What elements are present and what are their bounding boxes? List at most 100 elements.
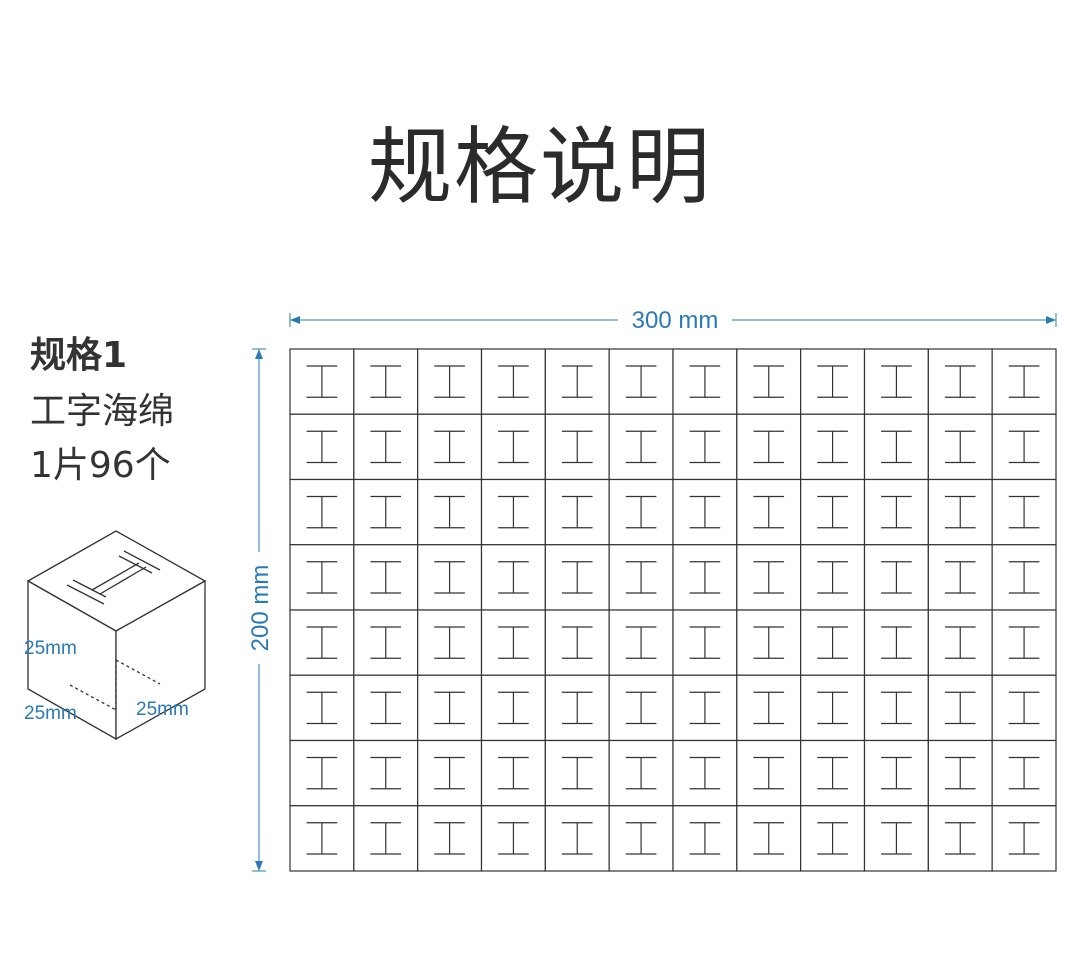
sponge-cell [353, 348, 419, 415]
sponge-cell [417, 609, 483, 676]
sponge-cell [417, 544, 483, 611]
sponge-cell [736, 413, 802, 481]
sponge-cell [672, 674, 738, 742]
sponge-cell [289, 674, 355, 742]
sponge-cell [863, 544, 929, 611]
spec-name: 规格1 [30, 335, 128, 376]
sponge-cell [480, 478, 546, 546]
sponge-cell [608, 413, 674, 481]
sponge-cell [800, 739, 866, 807]
sponge-cell [672, 348, 738, 415]
height-arrow-top [255, 349, 263, 359]
sponge-cell [672, 609, 738, 676]
sponge-cell [991, 413, 1057, 481]
sponge-cell [927, 348, 993, 415]
sponge-cell [608, 739, 674, 807]
spec-description: 工字海绵 [30, 391, 175, 432]
sponge-cell [672, 413, 738, 481]
sponge-cell [927, 739, 993, 807]
sponge-cell [480, 544, 546, 611]
sponge-cell [608, 544, 674, 611]
sponge-cell [289, 478, 355, 546]
page-title: 规格说明 [367, 118, 712, 216]
sponge-cell [353, 413, 419, 481]
spec-count: 1片96个 [30, 445, 171, 486]
sponge-cell [863, 413, 929, 481]
sponge-cell [672, 544, 738, 611]
sponge-cell [289, 544, 355, 611]
sponge-cell [480, 739, 546, 807]
sponge-cell [289, 413, 355, 481]
sponge-cell [927, 478, 993, 546]
sponge-cell [991, 478, 1057, 546]
sponge-cell [800, 544, 866, 611]
sponge-cell [736, 348, 802, 415]
sponge-cell [417, 348, 483, 415]
sponge-cell [480, 348, 546, 415]
sponge-cell [353, 739, 419, 807]
sponge-cell [800, 413, 866, 481]
sponge-cell [927, 544, 993, 611]
sponge-cell [608, 674, 674, 742]
sponge-cell [800, 805, 866, 872]
sponge-cell [608, 348, 674, 415]
sponge-cell [736, 674, 802, 742]
sponge-cell [608, 478, 674, 546]
sponge-grid [289, 348, 1057, 872]
sponge-cell [672, 805, 738, 872]
sponge-cell [991, 805, 1057, 872]
sponge-cell [736, 739, 802, 807]
sponge-cell [863, 674, 929, 742]
sponge-cell [927, 674, 993, 742]
sponge-cell [289, 609, 355, 676]
sponge-cell [800, 348, 866, 415]
sponge-cell [863, 609, 929, 676]
sponge-cell [544, 805, 610, 872]
sponge-cell [353, 609, 419, 676]
sponge-cell [480, 413, 546, 481]
sponge-cell [353, 478, 419, 546]
sponge-cell [800, 609, 866, 676]
sponge-cell [927, 805, 993, 872]
width-label: 300 mm [632, 307, 719, 334]
sponge-cell [863, 739, 929, 807]
sponge-cell [672, 478, 738, 546]
sponge-cell [991, 674, 1057, 742]
sponge-cell [417, 478, 483, 546]
sponge-cell [417, 739, 483, 807]
sponge-cell [289, 348, 355, 415]
sponge-cell [480, 805, 546, 872]
sponge-cell [863, 348, 929, 415]
sponge-cell [863, 478, 929, 546]
sponge-cell [544, 544, 610, 611]
sponge-cell [417, 413, 483, 481]
sponge-cell [544, 609, 610, 676]
sponge-cell [991, 739, 1057, 807]
sponge-cell [736, 544, 802, 611]
sponge-cell [417, 805, 483, 872]
sponge-cell [736, 609, 802, 676]
sponge-cell [480, 609, 546, 676]
sponge-cell [800, 674, 866, 742]
width-arrow-right [1046, 316, 1056, 324]
sponge-cell [353, 805, 419, 872]
height-label: 200 mm [247, 565, 274, 652]
width-arrow-left [290, 316, 300, 324]
sponge-cell [289, 739, 355, 807]
sponge-cell [544, 348, 610, 415]
height-arrow-bottom [255, 861, 263, 871]
sponge-cell [991, 348, 1057, 415]
sponge-cell [991, 544, 1057, 611]
sponge-cell [736, 805, 802, 872]
sponge-cell [544, 478, 610, 546]
cube-depth-label: 25mm [24, 703, 77, 724]
sponge-cell [608, 805, 674, 872]
sponge-cell [289, 805, 355, 872]
sponge-cell [417, 674, 483, 742]
sponge-cell [480, 674, 546, 742]
sponge-cell [544, 674, 610, 742]
sponge-cell [800, 478, 866, 546]
sponge-cell [927, 609, 993, 676]
